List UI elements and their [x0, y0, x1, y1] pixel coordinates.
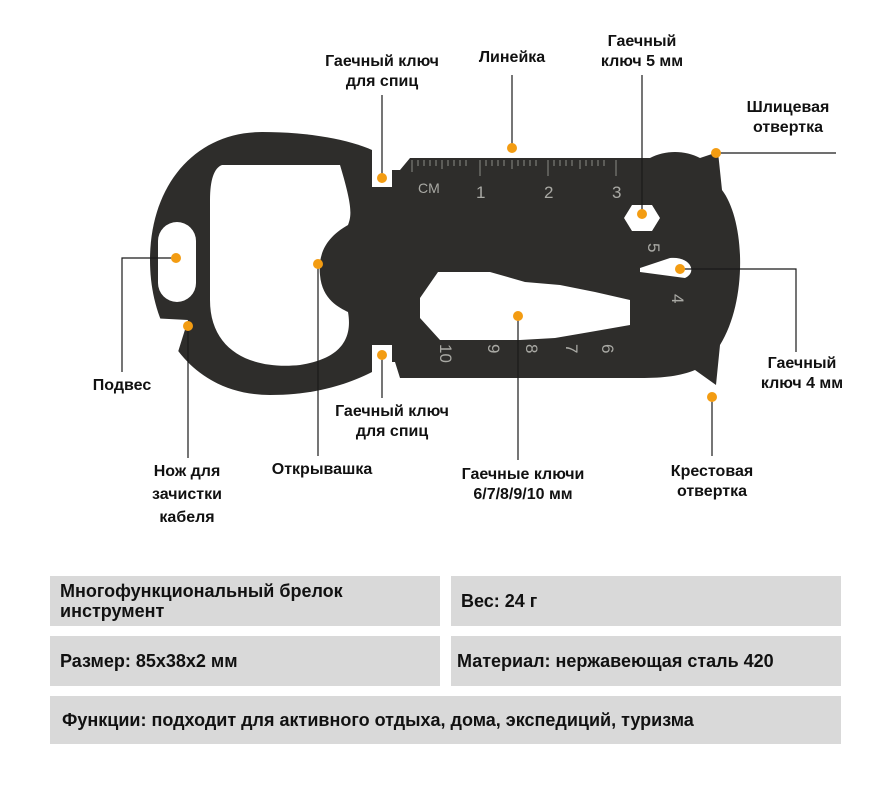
spec-size: Размер: 85x38x2 мм	[50, 636, 440, 686]
marker-wrenches-multi	[513, 311, 523, 321]
marker-wrench-4mm	[675, 264, 685, 274]
marker-opener	[313, 259, 323, 269]
wrench-size-10: 10	[436, 344, 455, 363]
leader-hanger	[121, 257, 176, 372]
opener-hole	[210, 165, 351, 366]
leader-wrench-4mm	[680, 268, 797, 352]
label-wrench-4mm: Гаечный ключ 4 мм	[760, 355, 844, 392]
marker-flat-screwdriver	[711, 148, 721, 158]
wrench-size-7: 7	[562, 344, 581, 353]
label-wrenches-multi: Гаечные ключи 6/7/8/9/10 мм	[461, 466, 585, 503]
knife-notch	[150, 318, 188, 352]
multitool-body: CM 1 2 3 5 4 10 9 8 7 6	[150, 132, 741, 395]
wrench-size-8: 8	[522, 344, 541, 353]
label-hanger: Подвес	[92, 377, 152, 394]
label-ruler: Линейка	[478, 49, 546, 66]
spec-name: Многофункциональный брелок инструмент	[50, 576, 440, 626]
marker-knife	[183, 321, 193, 331]
marker-cross-screwdriver	[707, 392, 717, 402]
hex-size-4: 4	[668, 294, 687, 303]
ruler-ticks	[411, 160, 617, 176]
ruler-number-2: 2	[544, 183, 553, 202]
marker-hanger	[171, 253, 181, 263]
label-cable-knife: Нож для зачистки кабеля	[152, 463, 222, 526]
wrench-size-6: 6	[598, 344, 617, 353]
ruler-unit: CM	[418, 180, 440, 196]
leader-lines	[121, 75, 836, 460]
multi-wrench-cutout	[420, 272, 630, 340]
marker-spoke-bottom	[377, 350, 387, 360]
label-flat-screwdriver: Шлицевая отвертка	[746, 99, 830, 136]
label-wrench-5mm: Гаечный ключ 5 мм	[600, 33, 684, 70]
ruler-number-3: 3	[612, 183, 621, 202]
ruler-number-1: 1	[476, 183, 485, 202]
marker-spoke-top	[377, 173, 387, 183]
label-bottle-opener: Открывашка	[271, 461, 373, 478]
multitool-diagram: CM 1 2 3 5 4 10 9 8 7 6	[121, 75, 836, 460]
spec-weight: Вес: 24 г	[451, 576, 841, 626]
label-spoke-wrench-bottom: Гаечный ключ для спиц	[335, 403, 449, 440]
label-spoke-wrench-top: Гаечный ключ для спиц	[325, 53, 439, 90]
spec-functions: Функции: подходит для активного отдыха, …	[50, 696, 841, 744]
spec-material: Материал: нержавеющая сталь 420	[451, 636, 841, 686]
marker-wrench-5mm	[637, 209, 647, 219]
hex-size-5: 5	[644, 243, 663, 252]
marker-ruler	[507, 143, 517, 153]
markers	[171, 143, 721, 402]
wrench-size-9: 9	[484, 344, 503, 353]
label-cross-screwdriver: Крестовая отвертка	[670, 463, 754, 500]
